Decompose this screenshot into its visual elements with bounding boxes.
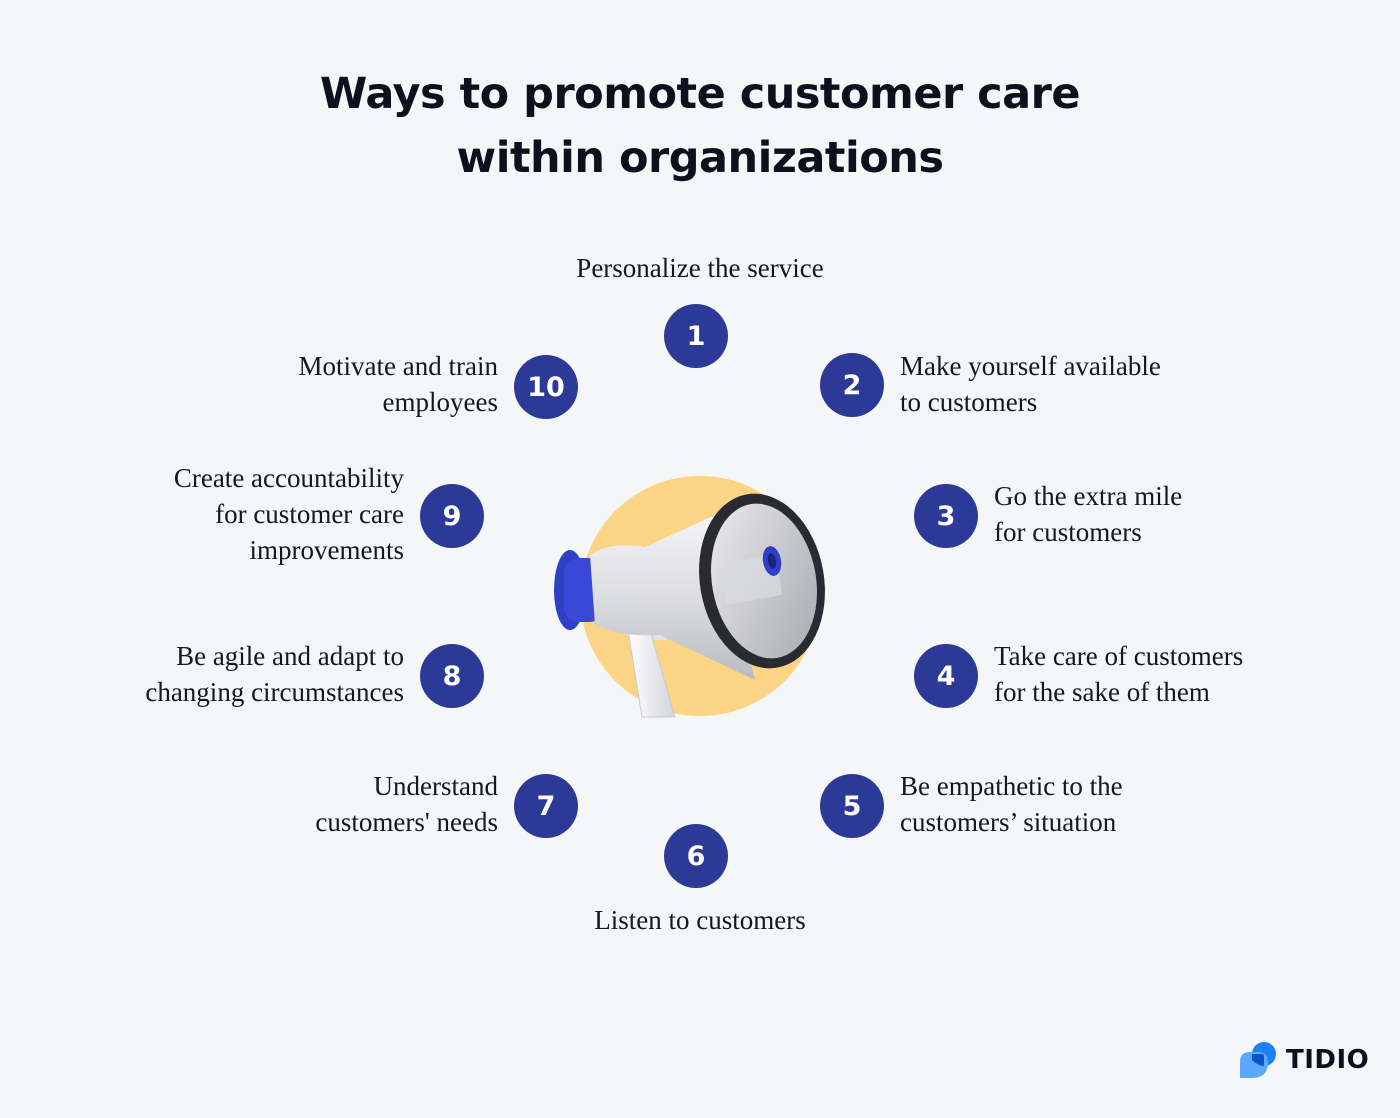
item-2-badge: 2	[820, 353, 884, 417]
item-7-label: Understand customers' needs	[315, 771, 498, 837]
tidio-logo: TIDIO	[1238, 1040, 1369, 1080]
item-6-badge: 6	[664, 824, 728, 888]
page-title: Ways to promote customer care within org…	[0, 62, 1400, 190]
item-1-label: Personalize the service	[576, 253, 824, 283]
item-7-badge: 7	[514, 774, 578, 838]
item-3-label: Go the extra mile for customers	[994, 481, 1183, 547]
item-10-label: Motivate and train employees	[298, 351, 498, 417]
item-3-badge: 3	[914, 484, 978, 548]
item-4-badge: 4	[914, 644, 978, 708]
title-line-2: within organizations	[456, 133, 944, 183]
tidio-logo-icon	[1240, 1042, 1276, 1078]
item-10-badge: 10	[514, 355, 578, 419]
item-9-label: Create accountability for customer care …	[173, 463, 404, 565]
item-5-badge: 5	[820, 774, 884, 838]
logo-text: TIDIO	[1286, 1045, 1370, 1075]
item-8-badge: 8	[420, 644, 484, 708]
item-5-label: Be empathetic to the customers’ situatio…	[900, 771, 1123, 837]
megaphone-icon	[554, 476, 825, 718]
item-1-badge: 1	[664, 304, 728, 368]
title-line-1: Ways to promote customer care	[319, 69, 1081, 119]
item-2-label: Make yourself available to customers	[900, 351, 1161, 417]
item-4-label: Take care of customers for the sake of t…	[994, 641, 1244, 707]
item-6-label: Listen to customers	[594, 905, 806, 935]
item-9-badge: 9	[420, 484, 484, 548]
item-8-label: Be agile and adapt to changing circumsta…	[145, 641, 404, 707]
